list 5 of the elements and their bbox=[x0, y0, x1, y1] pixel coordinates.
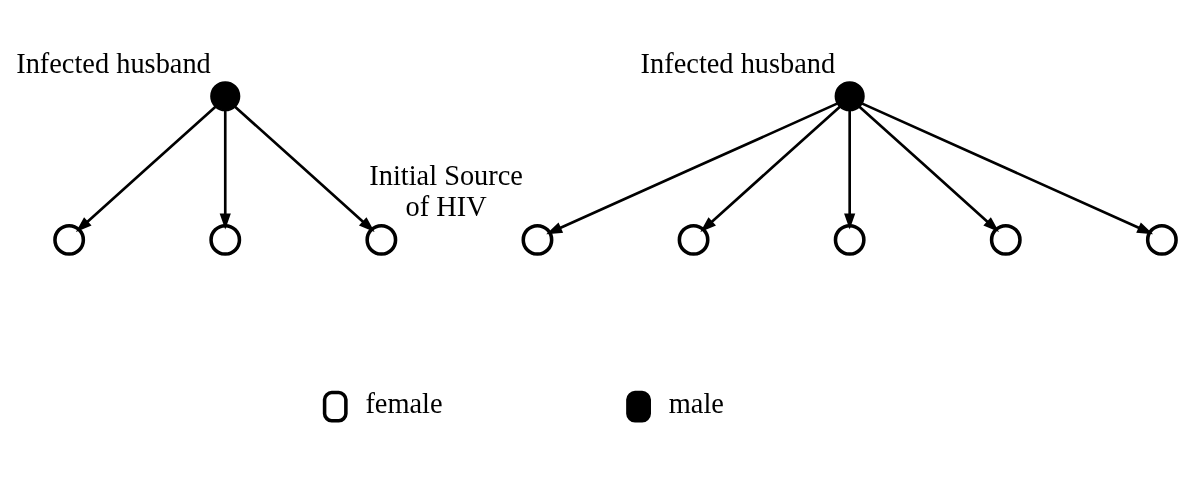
node-label: Infected husband bbox=[640, 47, 836, 79]
legend-label: female bbox=[365, 388, 443, 420]
node-label: Initial Source of HIV bbox=[369, 159, 523, 223]
legend-label: male bbox=[668, 388, 724, 420]
node-label: Infected husband bbox=[16, 47, 211, 79]
